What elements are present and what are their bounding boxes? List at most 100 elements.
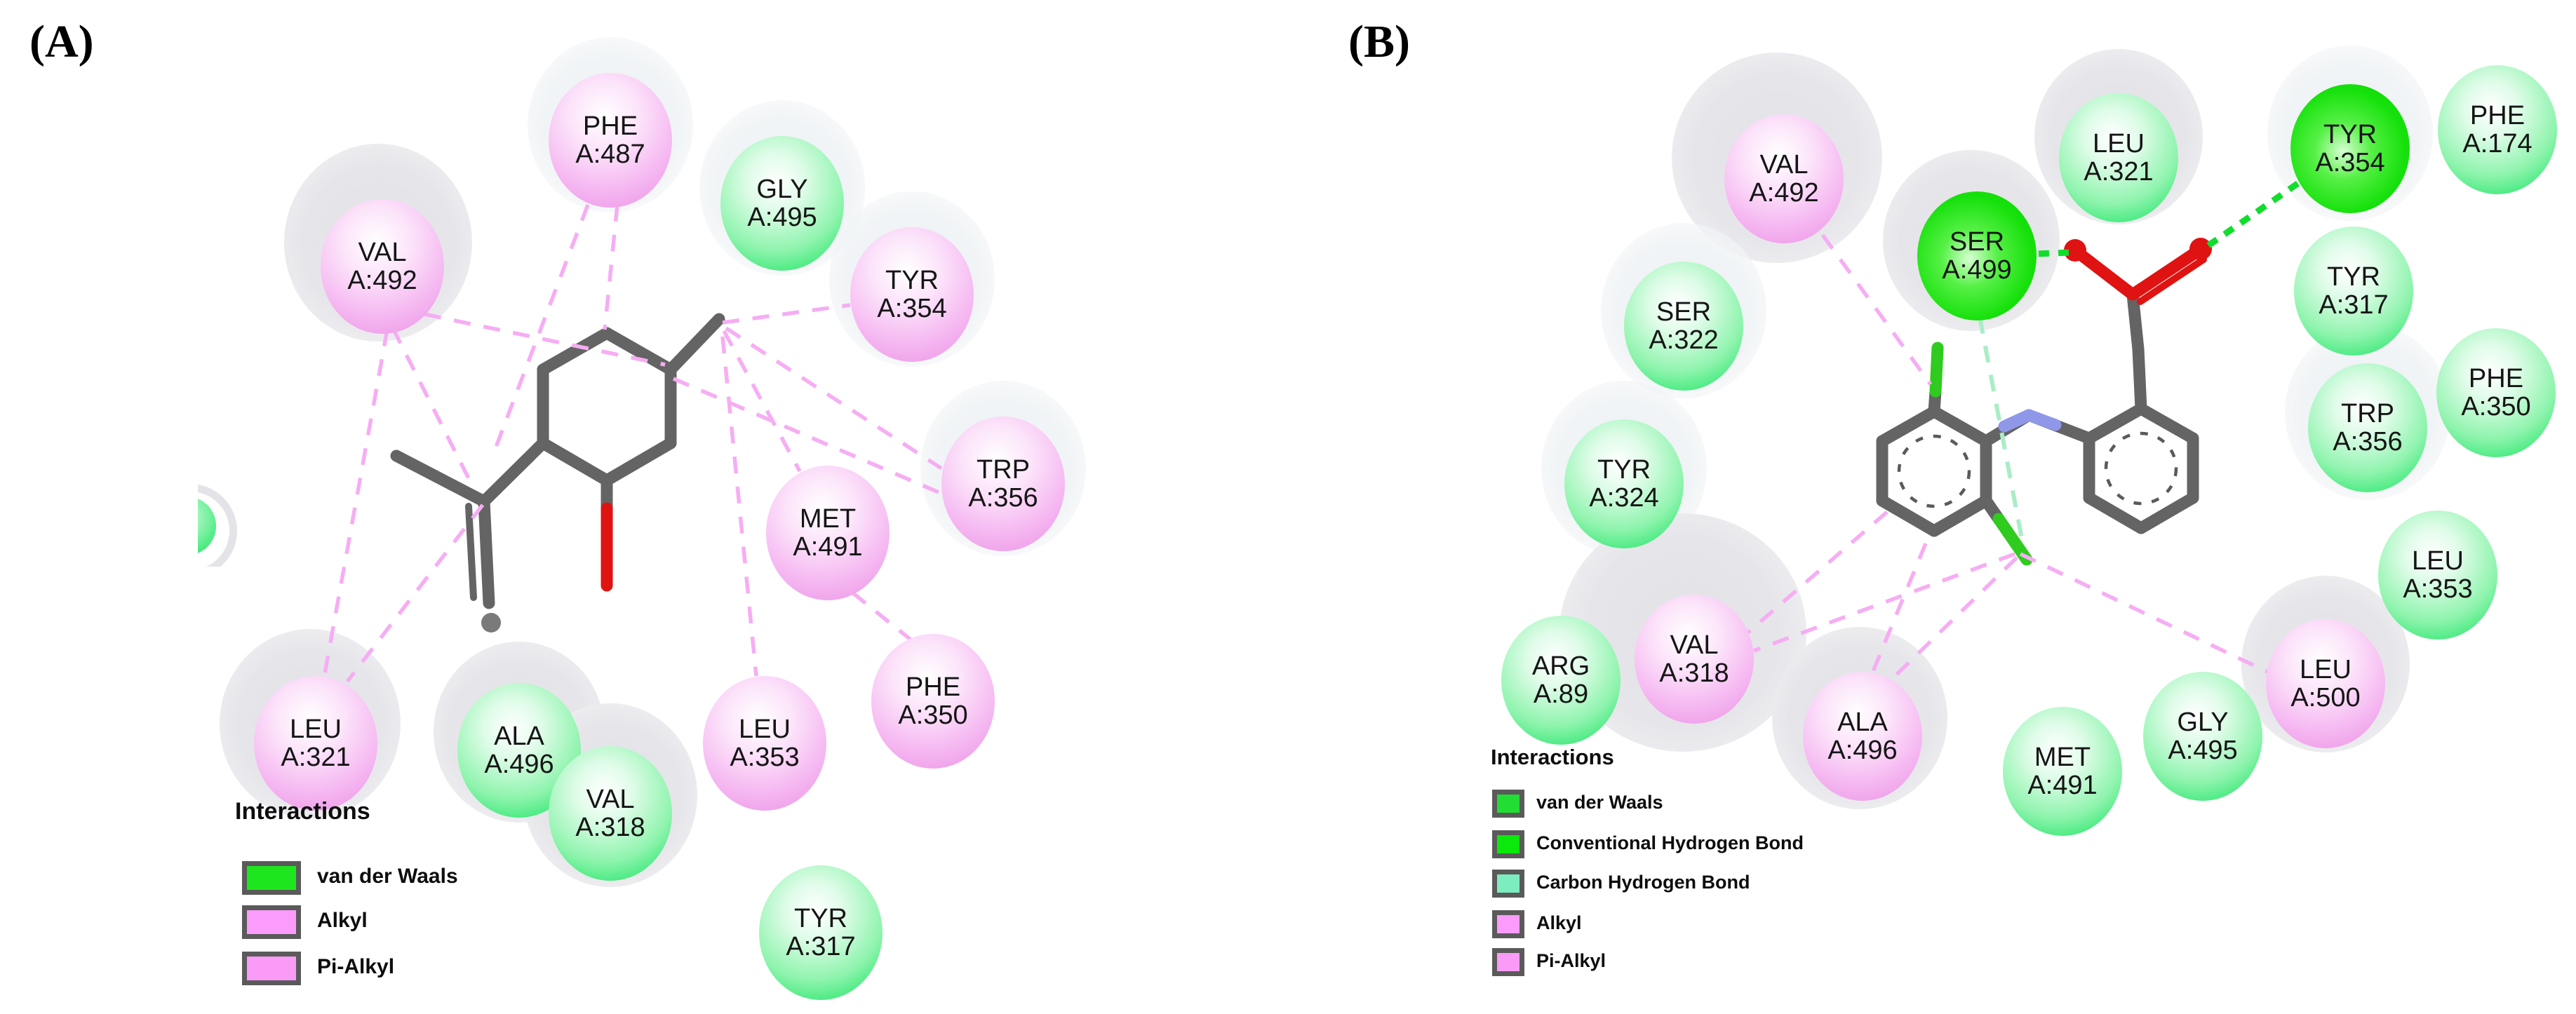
residue-position: A:496 [1827, 736, 1898, 765]
residue-name: ALA [494, 721, 544, 751]
residue-position: A:496 [484, 750, 554, 779]
molecule-bond-c [478, 437, 549, 508]
interaction-line-alkyl [1886, 556, 2018, 685]
interaction-line-alkyl [722, 303, 851, 325]
molecule-bond-c [465, 503, 477, 601]
molecule-atom-o [2189, 238, 2212, 260]
residue-name: VAL [586, 784, 635, 814]
residue-name: ALA [1837, 707, 1888, 737]
residue-position: A:354 [877, 294, 947, 323]
residue-position: A:89 [1533, 680, 1589, 709]
interaction-line-alkyl [1870, 542, 1928, 676]
panel-label: (B) [1348, 16, 1410, 67]
legend-label: Pi-Alkyl [1536, 950, 1606, 972]
residue-position: A:350 [2461, 392, 2531, 421]
residue-name: VAL [358, 237, 407, 267]
molecule-bond-c [2083, 403, 2147, 445]
molecule-bond-c [2135, 403, 2199, 445]
interaction-line-chb [1978, 316, 2024, 539]
clipped-residue-bubble [198, 482, 239, 567]
residue-name: LEU [2412, 546, 2464, 576]
interaction-line-hbond [2206, 170, 2316, 248]
residue-name: PHE [905, 672, 961, 702]
residue-name: TYR [2323, 119, 2377, 149]
residue-position: A:324 [1589, 483, 1659, 513]
residue-name: SER [1949, 227, 2005, 257]
residue-name: TYR [794, 903, 847, 933]
residue-position: A:318 [1659, 658, 1729, 688]
legend-swatch-conventional_hbond_swatch [1492, 830, 1524, 858]
molecule-bond-c [1876, 405, 1940, 447]
molecule-bond-c [478, 495, 495, 609]
residue-position: A:500 [2290, 683, 2361, 712]
residue-name: ARG [1531, 651, 1590, 681]
legend-label: Alkyl [317, 909, 368, 933]
molecule-bond-c [2126, 288, 2145, 356]
interaction-line-alkyl [725, 326, 943, 471]
residue-position: A:492 [347, 266, 417, 295]
residue-name: PHE [582, 111, 638, 141]
residue-name: SER [1656, 297, 1712, 327]
residue-name: PHE [2469, 100, 2525, 130]
interaction-line-alkyl [322, 329, 389, 678]
residue-position: A:353 [2403, 574, 2473, 604]
residue-position: A:492 [1749, 178, 1819, 208]
molecule-bond-c [2083, 492, 2147, 534]
residue-position: A:491 [2027, 771, 2098, 800]
molecule-bond-c [2135, 492, 2199, 534]
residue-name: TYR [885, 265, 939, 295]
molecule-bond-c [601, 327, 677, 376]
legend-label: van der Waals [1536, 792, 1663, 813]
residue-position: A:356 [968, 483, 1038, 513]
molecule-bond-c [664, 313, 725, 376]
residue-position: A:321 [281, 743, 351, 772]
residue-name: LEU [2300, 654, 2352, 684]
interaction-line-alkyl [493, 204, 590, 449]
molecule-bond-c [601, 437, 677, 487]
residue-name: GLY [2177, 707, 2229, 737]
legend-swatch-alkyl_swatch [242, 905, 301, 939]
legend-swatch-vdw_swatch_b [1492, 790, 1524, 818]
residue-position: A:354 [2315, 148, 2385, 177]
interaction-line-alkyl [1820, 234, 1933, 386]
legend-label: Alkyl [1536, 912, 1582, 934]
residue-name: TYR [2327, 262, 2380, 292]
residue-position: A:174 [2462, 129, 2533, 158]
residue-position: A:350 [898, 701, 968, 730]
panel-label: (A) [29, 16, 94, 67]
residue-name: LEU [2093, 128, 2145, 158]
residue-name: VAL [1670, 630, 1719, 660]
residue-name: GLY [756, 174, 808, 204]
molecule-atom-c [481, 613, 501, 633]
legend-swatch-carbon_hbond_swatch [1492, 870, 1524, 898]
molecule-bond-c [390, 449, 490, 508]
molecule-bond-c [1876, 494, 1940, 537]
molecule-bond-c [537, 437, 613, 487]
legend-label: Carbon Hydrogen Bond [1536, 872, 1750, 893]
residue-position: A:499 [1942, 255, 2012, 285]
molecule-bond-n [2022, 409, 2062, 431]
legend-label: van der Waals [317, 865, 458, 888]
legend-header: Interactions [235, 798, 370, 825]
interaction-line-alkyl [603, 204, 619, 330]
